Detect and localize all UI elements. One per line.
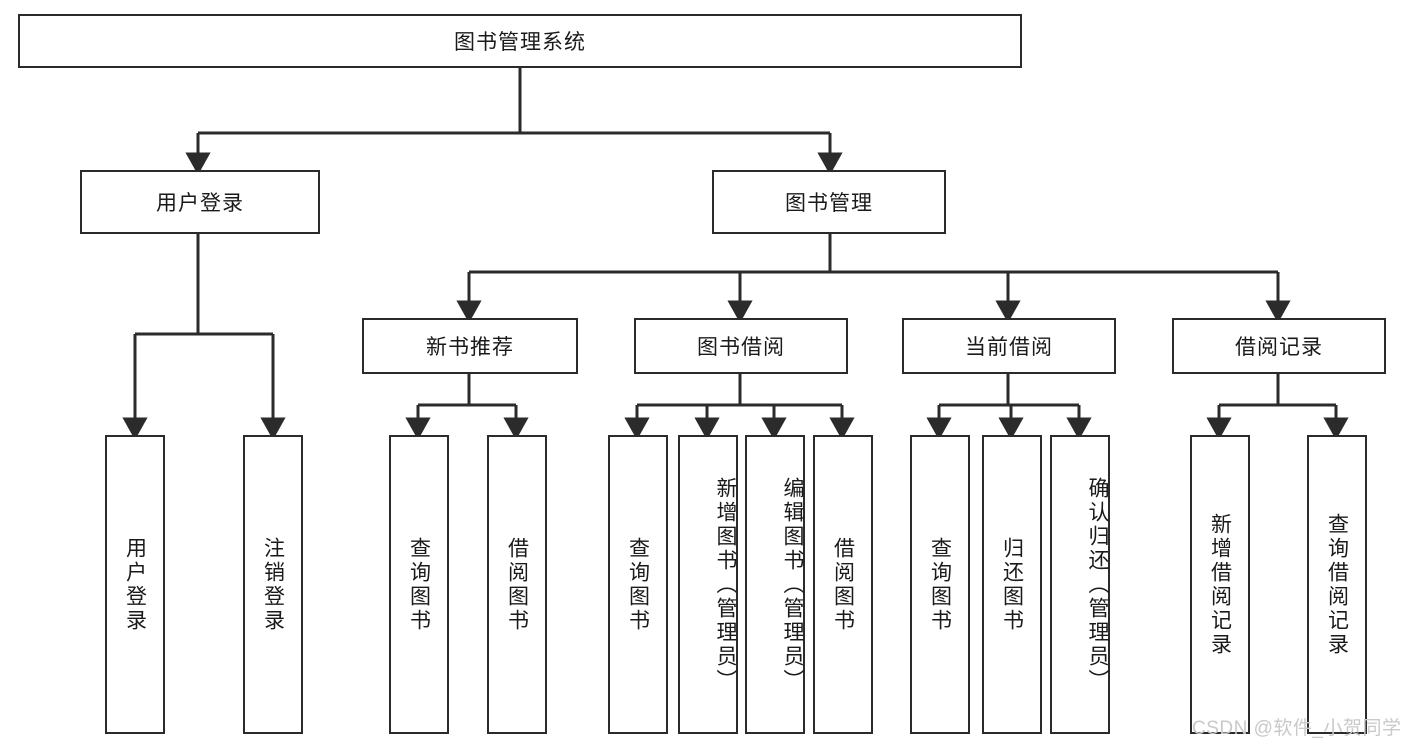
node-label: 借阅记录 [1235, 336, 1323, 359]
leaf-node-1[interactable]: 注销登录 [243, 435, 303, 734]
leaf-node-9[interactable]: 归还图书 [982, 435, 1042, 734]
level2-node-3[interactable]: 借阅记录 [1172, 318, 1386, 374]
level2-node-0[interactable]: 新书推荐 [362, 318, 578, 374]
node-label: 新书推荐 [426, 336, 514, 359]
node-label: 查询图书 [626, 536, 650, 633]
node-label: 图书管理系统 [454, 31, 586, 54]
level2-node-1[interactable]: 图书借阅 [634, 318, 848, 374]
node-label: 新增借阅记录 [1208, 512, 1232, 657]
node-label: 注销登录 [261, 536, 285, 633]
leaf-node-6[interactable]: 编辑图书（管理员） [745, 435, 805, 734]
node-label: 确认归还（管理员） [1086, 476, 1109, 693]
level2-node-2[interactable]: 当前借阅 [902, 318, 1116, 374]
node-label: 用户登录 [156, 192, 244, 215]
leaf-node-7[interactable]: 借阅图书 [813, 435, 873, 734]
leaf-node-8[interactable]: 查询图书 [910, 435, 970, 734]
node-label: 借阅图书 [505, 536, 529, 633]
node-label: 用户登录 [123, 536, 147, 633]
node-label: 查询借阅记录 [1325, 512, 1349, 657]
node-label: 借阅图书 [831, 536, 855, 633]
node-label: 查询图书 [407, 536, 431, 633]
leaf-node-2[interactable]: 查询图书 [389, 435, 449, 734]
leaf-node-3[interactable]: 借阅图书 [487, 435, 547, 734]
level1-node-0[interactable]: 用户登录 [80, 170, 320, 234]
leaf-node-0[interactable]: 用户登录 [105, 435, 165, 734]
level1-node-1[interactable]: 图书管理 [712, 170, 946, 234]
root-node[interactable]: 图书管理系统 [18, 14, 1022, 68]
leaf-node-5[interactable]: 新增图书（管理员） [678, 435, 738, 734]
node-label: 归还图书 [1000, 536, 1024, 633]
leaf-node-10[interactable]: 确认归还（管理员） [1050, 435, 1110, 734]
node-label: 查询图书 [928, 536, 952, 633]
csdn-watermark: CSDN @软件_小贺同学 [1192, 718, 1402, 739]
leaf-node-12[interactable]: 查询借阅记录 [1307, 435, 1367, 734]
node-label: 图书管理 [785, 192, 873, 215]
leaf-node-11[interactable]: 新增借阅记录 [1190, 435, 1250, 734]
node-label: 新增图书（管理员） [714, 476, 737, 693]
node-label: 图书借阅 [697, 336, 785, 359]
node-label: 当前借阅 [965, 336, 1053, 359]
node-label: 编辑图书（管理员） [781, 476, 804, 693]
leaf-node-4[interactable]: 查询图书 [608, 435, 668, 734]
